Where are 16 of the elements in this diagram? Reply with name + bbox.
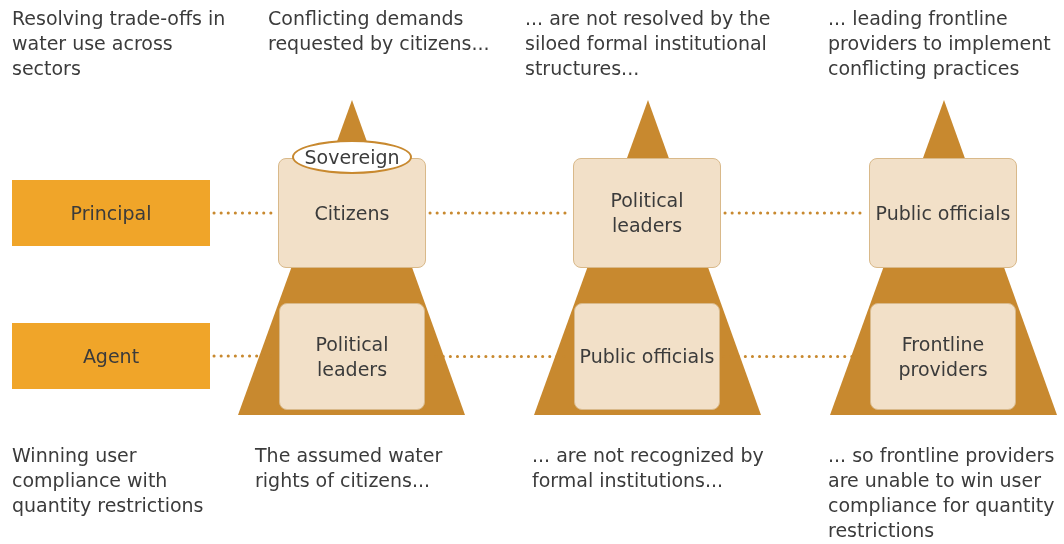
role-box: Principal	[12, 180, 210, 246]
actor-box: Political leaders	[573, 158, 721, 268]
status-oval: Sovereign	[292, 140, 412, 174]
annotation-text: Conflicting demands requested by citizens...	[268, 6, 491, 56]
annotation-text: ... so frontline providers are unable to win user compliance for quantity restrictions	[828, 443, 1056, 543]
actor-box: Frontline providers	[870, 303, 1016, 410]
annotation-text: ... leading frontline providers to implement conflicting practices	[828, 6, 1052, 81]
annotation-text: Resolving trade-offs in water use across sectors	[12, 6, 227, 81]
annotation-text: The assumed water rights of citizens...	[255, 443, 444, 493]
role-box: Agent	[12, 323, 210, 389]
actor-box: Public officials	[869, 158, 1017, 268]
actor-box: Public officials	[574, 303, 720, 410]
actor-box: Political leaders	[279, 303, 425, 410]
annotation-text: Winning user compliance with quantity restrictions	[12, 443, 205, 518]
annotation-text: ... are not recognized by formal institutions...	[532, 443, 765, 493]
annotation-text: ... are not resolved by the siloed formal institutional structures...	[525, 6, 772, 81]
